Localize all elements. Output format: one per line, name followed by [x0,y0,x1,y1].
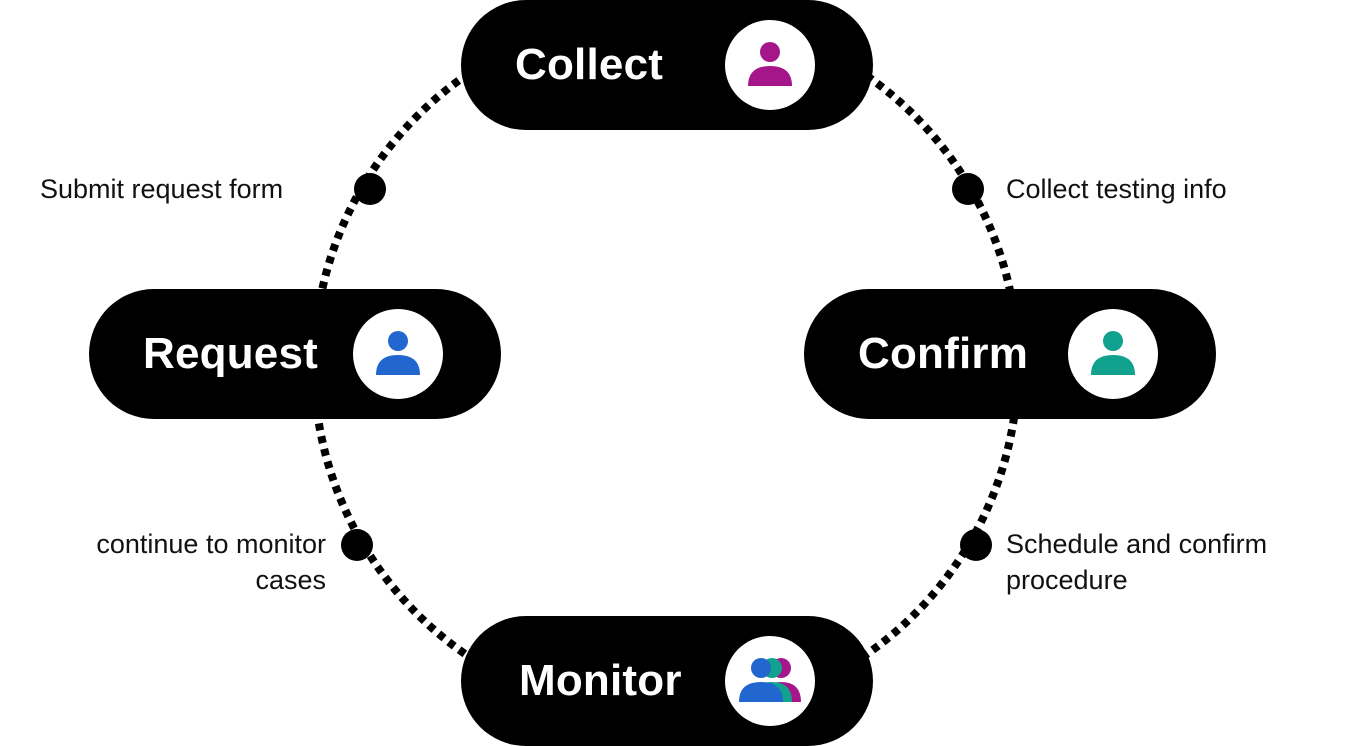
person-icon [748,42,792,86]
confirm-label: Confirm [858,329,1029,378]
confirm-avatar [1068,309,1158,399]
step-label-continue-monitor-line2: cases [255,565,326,595]
step-dot-collect-testing-info [952,173,984,205]
step-dot-schedule-confirm [960,529,992,561]
request-node: Request [89,289,501,419]
request-avatar [353,309,443,399]
collect-avatar [725,20,815,110]
monitor-label: Monitor [519,656,682,705]
step-dot-continue-monitor [341,529,373,561]
confirm-node: Confirm [804,289,1216,419]
person-icon [1091,331,1135,375]
step-label-schedule-confirm-line1: Schedule and confirm [1006,529,1268,559]
group-icon [739,658,801,702]
step-label-continue-monitor: continue to monitor cases [96,526,326,598]
step-label-collect-testing-info: Collect testing info [1006,174,1227,204]
step-dot-submit-request [354,173,386,205]
collect-label: Collect [515,40,664,89]
step-label-schedule-confirm-line2: procedure [1006,565,1128,595]
collect-node: Collect [461,0,873,130]
request-label: Request [143,329,318,378]
step-label-continue-monitor-line1: continue to monitor [96,529,326,559]
step-label-submit-request: Submit request form [40,174,284,204]
monitor-node: Monitor [461,616,873,746]
person-icon [376,331,420,375]
step-label-schedule-confirm: Schedule and confirm procedure [1006,526,1267,598]
monitor-avatar [725,636,815,726]
